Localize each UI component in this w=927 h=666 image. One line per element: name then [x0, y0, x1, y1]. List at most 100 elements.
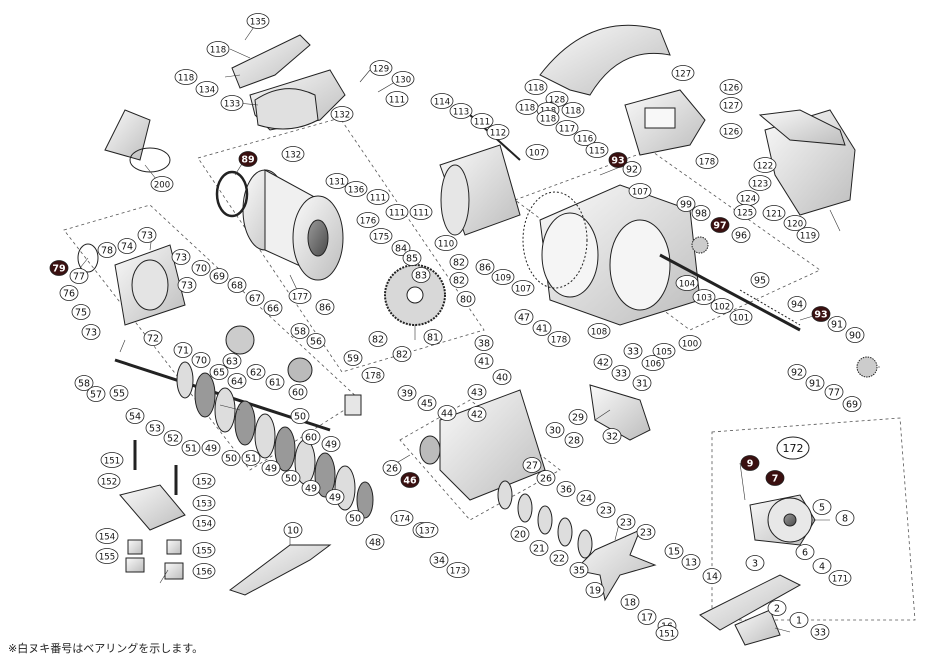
part-callout: 41: [532, 320, 552, 336]
part-callout: 60: [288, 384, 308, 400]
callout-badge: [382, 460, 402, 476]
callout-number: 60: [292, 387, 304, 398]
callout-badge: [330, 106, 354, 122]
callout-number: 49: [329, 492, 341, 503]
callout-number: 51: [245, 453, 257, 464]
callout-badge: [569, 562, 589, 578]
callout-number: 178: [699, 157, 715, 167]
part-callout: 54: [125, 408, 145, 424]
callout-number: 178: [365, 371, 381, 381]
callout-number: 42: [597, 357, 609, 368]
callout-number: 111: [413, 208, 429, 218]
callout-badge: [449, 254, 469, 270]
callout-badge: [109, 385, 129, 401]
part-callout: 60: [301, 429, 321, 445]
callout-number: 174: [394, 514, 410, 524]
part-callout: 76: [59, 285, 79, 301]
part-callout: 58: [290, 323, 310, 339]
gearbox-housing-part: [439, 389, 546, 501]
part-callout: 68: [227, 277, 247, 293]
callout-number: 106: [645, 359, 661, 369]
callout-number: 113: [453, 107, 469, 117]
callout-badge: [409, 204, 433, 220]
callout-number: 26: [386, 463, 398, 474]
callout-badge: [710, 298, 734, 314]
part-callout: 61: [265, 374, 285, 390]
callout-number: 97: [713, 220, 726, 231]
part-callout: 31: [632, 375, 652, 391]
part-callout: 5: [812, 499, 832, 515]
part-callout: 74: [117, 238, 137, 254]
part-callout: 33: [623, 343, 643, 359]
part-callout: 72: [143, 330, 163, 346]
callout-number: 118: [210, 45, 226, 55]
thumb-cover-part: [231, 34, 311, 89]
callout-number: 55: [113, 388, 125, 399]
part-callout: 105: [652, 343, 676, 359]
callout-badge: [429, 552, 449, 568]
part-callout: 111: [470, 113, 494, 129]
callout-number: 64: [231, 376, 243, 387]
callout-badge: [306, 333, 326, 349]
callout-badge: [209, 268, 229, 284]
callout-badge: [411, 267, 431, 283]
callout-badge: [767, 600, 787, 616]
callout-number: 102: [714, 302, 730, 312]
callout-number: 92: [791, 367, 803, 378]
group-172-label: 172: [776, 436, 810, 460]
callout-number: 109: [495, 273, 511, 283]
part-callout: 178: [547, 331, 571, 347]
part-callout: 82: [368, 331, 388, 347]
part-callout: 29: [568, 409, 588, 425]
callout-badge: [366, 189, 390, 205]
handle-arm-part: [699, 574, 802, 631]
callout-number: 111: [474, 117, 490, 127]
callout-number: 40: [496, 372, 508, 383]
callout-number: 118: [540, 114, 556, 124]
callout-number: 154: [99, 532, 115, 542]
callout-badge: [361, 367, 385, 383]
callout-number: 132: [285, 150, 301, 160]
callout-badge: [171, 249, 191, 265]
part-callout: 80: [456, 291, 476, 307]
part-callout: 151: [100, 452, 124, 468]
frame-opening-left: [541, 212, 599, 298]
callout-number: 111: [370, 193, 386, 203]
part-callout: 96: [731, 227, 751, 243]
callout-badge: [434, 235, 458, 251]
callout-number: 127: [723, 101, 739, 111]
frame-opening-right: [609, 219, 671, 311]
part-callout: 41: [474, 353, 494, 369]
part-callout: 17: [637, 609, 657, 625]
callout-badge: [430, 93, 454, 109]
callout-number: 7: [772, 473, 779, 484]
callout-number: 107: [632, 187, 648, 197]
callout-badge: [789, 612, 809, 628]
callout-badge: [536, 110, 560, 126]
part-callout: 77: [69, 268, 89, 284]
callout-number: 133: [224, 99, 240, 109]
callout-number: 121: [766, 209, 782, 219]
callout-badge: [596, 502, 616, 518]
part-callout: 120: [783, 215, 807, 231]
callout-badge: [611, 365, 631, 381]
callout-badge: [515, 99, 539, 115]
clamp-ring-part: [129, 147, 171, 173]
callout-badge: [391, 71, 415, 87]
callout-badge: [145, 420, 165, 436]
part-callout: 118: [536, 110, 560, 126]
part-callout: 52: [163, 430, 183, 446]
callout-badge: [97, 242, 117, 258]
callout-badge: [750, 272, 770, 288]
part-callout: 91: [827, 316, 847, 332]
callout-badge: [81, 324, 101, 340]
callout-number: 107: [515, 284, 531, 294]
part-callout: 23: [636, 524, 656, 540]
part-callout: 99: [676, 196, 696, 212]
callout-number: 125: [737, 208, 753, 218]
part-callout: 112: [486, 124, 510, 140]
part-callout: 135: [246, 13, 270, 29]
callout-badge: [423, 329, 443, 345]
part-callout: 82: [449, 254, 469, 270]
callout-number: 54: [129, 411, 141, 422]
